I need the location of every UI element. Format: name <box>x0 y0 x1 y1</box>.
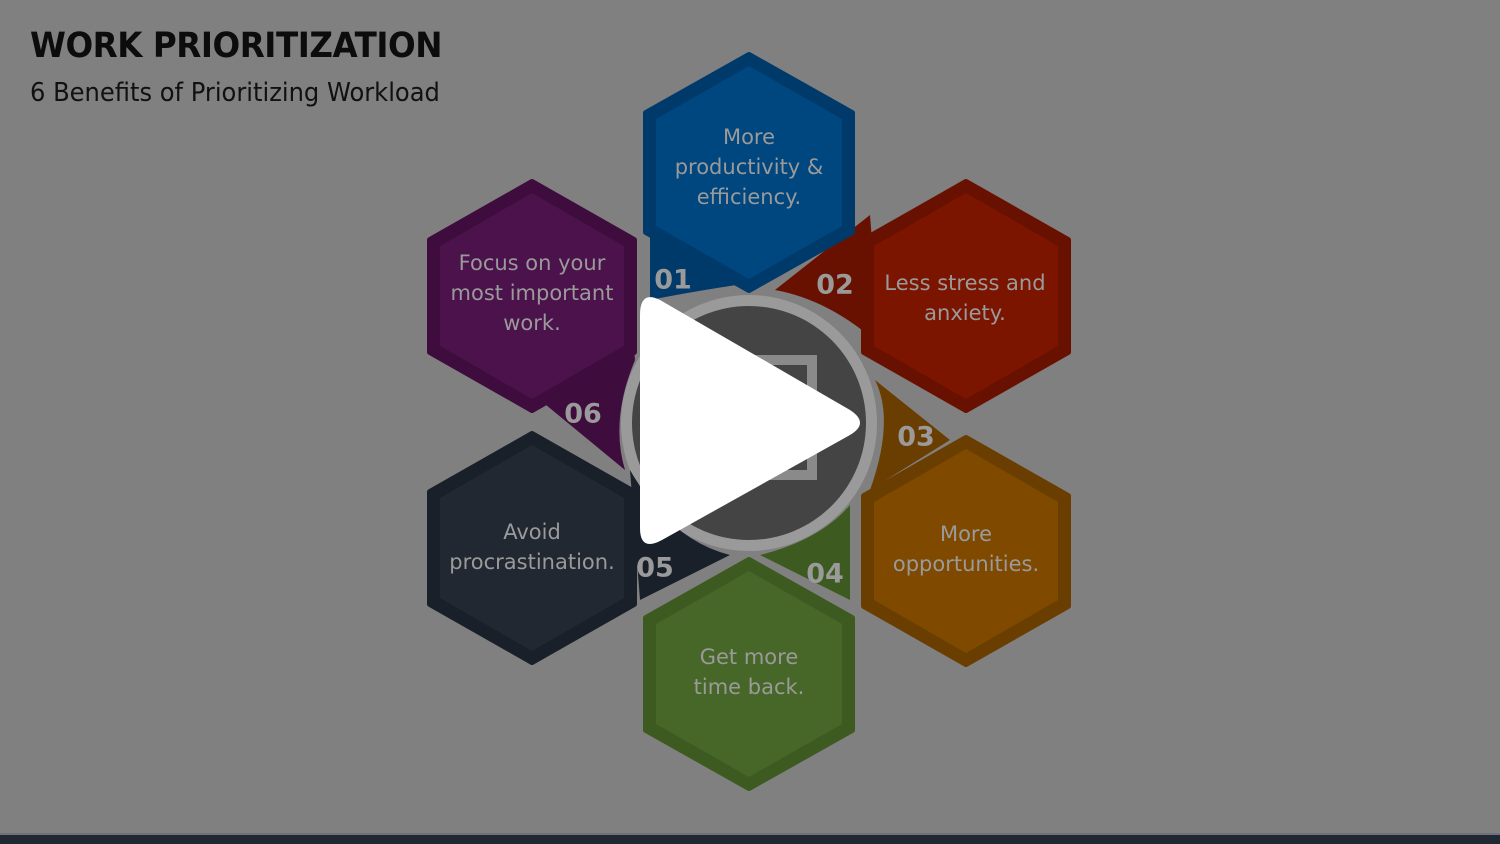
tab-02 <box>775 215 880 345</box>
benefit-06-text: Focus on your most important work. <box>450 251 614 335</box>
tab-03 <box>870 380 950 490</box>
benefit-03-number: 03 <box>897 421 935 453</box>
benefit-02-number: 02 <box>816 269 854 301</box>
benefit-01-number: 01 <box>654 264 692 296</box>
benefit-05-number: 05 <box>636 552 674 584</box>
benefit-06-number: 06 <box>564 398 602 430</box>
bottom-bar <box>0 833 1500 844</box>
play-icon[interactable] <box>640 297 860 544</box>
slide-title: WORK PRIORITIZATION <box>30 26 443 66</box>
tab-05 <box>630 470 730 600</box>
benefit-01-text: More productivity & efficiency. <box>674 125 824 209</box>
benefit-04-text: Get more time back. <box>693 645 805 699</box>
tab-04 <box>760 505 850 600</box>
benefit-03-text: More opportunities. <box>892 522 1040 576</box>
benefit-05-text: Avoid procrastination. <box>449 520 615 574</box>
benefit-04-number: 04 <box>806 558 844 590</box>
benefit-02-text: Less stress and anxiety. <box>884 271 1046 325</box>
slide-subtitle: 6 Benefits of Prioritizing Workload <box>30 78 440 108</box>
